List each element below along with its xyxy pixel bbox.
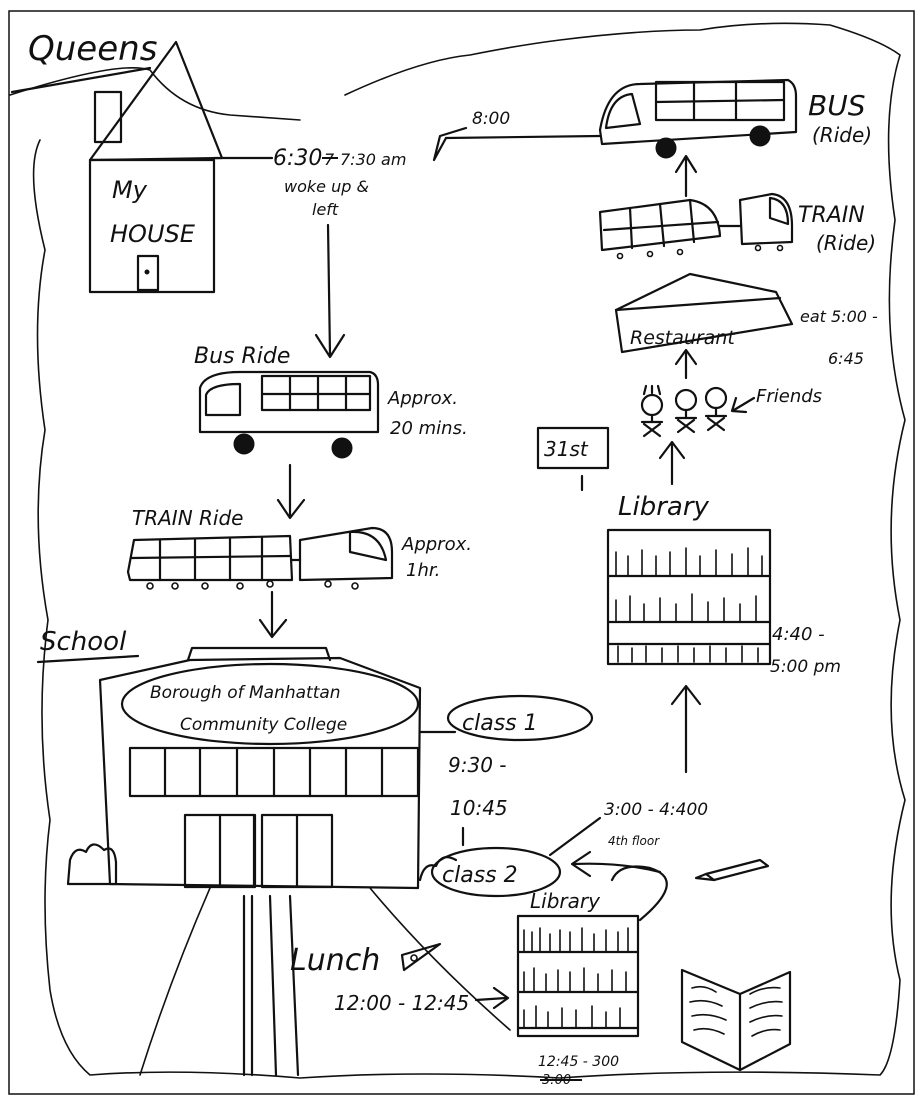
arrow-to-bus <box>314 223 346 359</box>
house-label-line1: My <box>112 176 148 204</box>
arrow-to-library-big <box>670 684 702 774</box>
arrow-to-library-small <box>474 986 510 1010</box>
restaurant-time-end: 6:45 <box>828 349 864 368</box>
class1-time-end: 10:45 <box>450 796 508 820</box>
library-big-bookshelf-icon <box>606 528 772 666</box>
school-underline <box>36 654 140 664</box>
train-return-label-line2: (Ride) <box>816 231 876 255</box>
friends-label: Friends <box>756 386 822 407</box>
departure-time-prefix: 6:30 <box>273 146 322 171</box>
library-small-label: Library <box>530 889 601 913</box>
pizza-slice-icon <box>400 942 442 972</box>
arrow-to-home <box>432 126 602 162</box>
departure-time-main: 7:30 am <box>340 150 406 169</box>
arrow-to-friends <box>658 440 686 486</box>
arrow-to-class2 <box>570 850 662 878</box>
library-small-bookshelf-icon <box>516 914 640 1038</box>
school-sign-line2: Community College <box>180 715 347 735</box>
train-ride-duration-line1: Approx. <box>401 534 472 555</box>
road <box>139 887 511 1077</box>
outer-frame <box>8 10 915 1095</box>
my-house-icon <box>88 40 224 294</box>
train-icon <box>126 526 394 590</box>
departure-time-struck: 7 <box>324 150 335 169</box>
library-big-label: Library <box>618 492 710 522</box>
arrow-to-bus-return <box>674 154 698 198</box>
library-small-time: 12:45 - 300 <box>538 1054 619 1070</box>
departure-note-line1: woke up & <box>284 177 369 196</box>
library-to-class2-curve <box>610 865 668 922</box>
open-book-icon <box>680 968 792 1072</box>
title: Queens <box>28 29 157 69</box>
crayon-icon <box>694 858 770 882</box>
arrow-to-friends-label <box>730 396 756 414</box>
class2-floor: 4th floor <box>608 834 660 848</box>
departure-note-line2: left <box>312 200 339 219</box>
arrow-to-restaurant <box>674 348 698 380</box>
lunch-label: Lunch <box>290 943 380 978</box>
arrow-to-train <box>276 463 306 520</box>
arrow-to-school <box>258 590 288 639</box>
house-label-line2: HOUSE <box>110 220 196 248</box>
paper-outline <box>9 22 906 1079</box>
bus-return-time: 8:00 <box>472 109 510 129</box>
bus-ride-label: Bus Ride <box>194 344 290 369</box>
restaurant-building-icon <box>614 272 794 354</box>
street-sign-box <box>536 426 610 470</box>
bus-return-label-line1: BUS <box>808 89 865 122</box>
street-label: 31st <box>544 437 589 461</box>
bus-icon <box>198 370 380 459</box>
school-label: School <box>40 627 127 657</box>
bus-ride-duration-line1: Approx. <box>387 388 458 409</box>
library-big-time-start: 4:40 - <box>772 624 825 645</box>
bus-ride-duration-line2: 20 mins. <box>390 418 468 439</box>
train-ride-duration-line2: 1hr. <box>406 560 440 581</box>
school-building-icon <box>66 646 458 890</box>
class2-label: class 2 <box>442 863 518 888</box>
departure-time: 6:30 7 7:30 am <box>273 146 406 171</box>
library-big-time-end: 5:00 pm <box>770 657 841 677</box>
class1-bubble <box>446 694 594 742</box>
bus-return-icon <box>598 78 798 159</box>
train-ride-label: TRAIN Ride <box>132 506 243 530</box>
lunch-time: 12:00 - 12:45 <box>334 991 469 1015</box>
train-return-label-line1: TRAIN <box>798 203 865 228</box>
class1-label: class 1 <box>462 711 538 736</box>
class2-bubble <box>430 846 562 898</box>
title-underline <box>10 66 152 94</box>
friends-icon <box>640 384 728 438</box>
school-sign-line1: Borough of Manhattan <box>150 683 341 703</box>
bus-return-label-line2: (Ride) <box>812 123 872 147</box>
train-return-icon <box>598 192 794 260</box>
class2-connector <box>548 816 602 857</box>
restaurant-time-start: eat 5:00 - <box>800 307 878 326</box>
class2-time: 3:00 - 4:400 <box>604 800 708 820</box>
class1-time-start: 9:30 - <box>448 753 507 777</box>
restaurant-label: Restaurant <box>630 327 736 349</box>
